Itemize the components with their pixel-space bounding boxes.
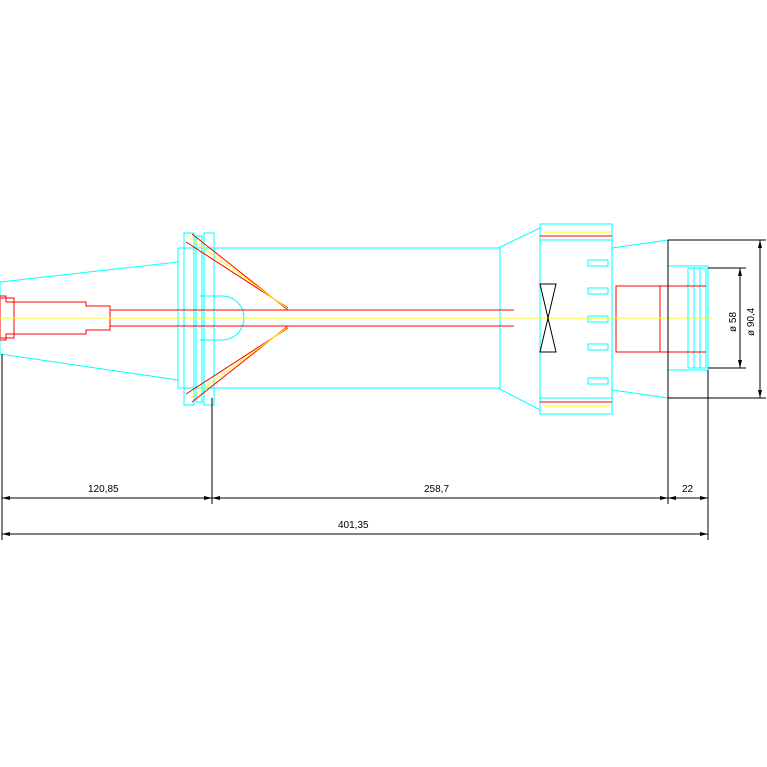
coolant-channel-axis <box>189 326 289 399</box>
nut-slot <box>587 259 609 267</box>
arrow <box>204 496 212 500</box>
dim-text-dia-outer: ø 90,4 <box>746 307 757 336</box>
arrow <box>2 532 10 536</box>
collet-cross <box>539 283 557 353</box>
arrow <box>738 268 742 276</box>
cone-transition <box>497 227 541 411</box>
arrow <box>700 496 708 500</box>
centre-axis <box>0 231 712 407</box>
arrow <box>668 496 676 500</box>
flange-ring-left <box>183 232 195 406</box>
dim-text-seg3: 22 <box>682 484 694 495</box>
dimensioning <box>1 239 766 540</box>
arrow <box>2 496 10 500</box>
arrow <box>212 496 220 500</box>
dim-text-overall: 401,35 <box>338 520 369 531</box>
nut-slot <box>587 343 609 351</box>
flange-ring-mid <box>195 235 203 403</box>
nut-slot <box>587 315 609 323</box>
dim-text-seg2: 258,7 <box>424 484 449 495</box>
tool-holder-outline <box>0 223 709 415</box>
arrow <box>758 240 762 248</box>
dim-text-dia-inner: ø 58 <box>728 312 739 332</box>
dim-text-seg1: 120,85 <box>88 484 119 495</box>
arrow <box>700 532 708 536</box>
arrow <box>758 390 762 398</box>
dimension-arrows <box>2 240 762 536</box>
coolant-channel-axis <box>189 237 289 310</box>
arrow <box>660 496 668 500</box>
nut-slot <box>587 377 609 385</box>
collet-body <box>615 285 661 353</box>
nut-slot <box>587 287 609 295</box>
arrow <box>738 360 742 368</box>
taper-shank <box>0 261 179 381</box>
clamping-nut <box>539 223 613 415</box>
